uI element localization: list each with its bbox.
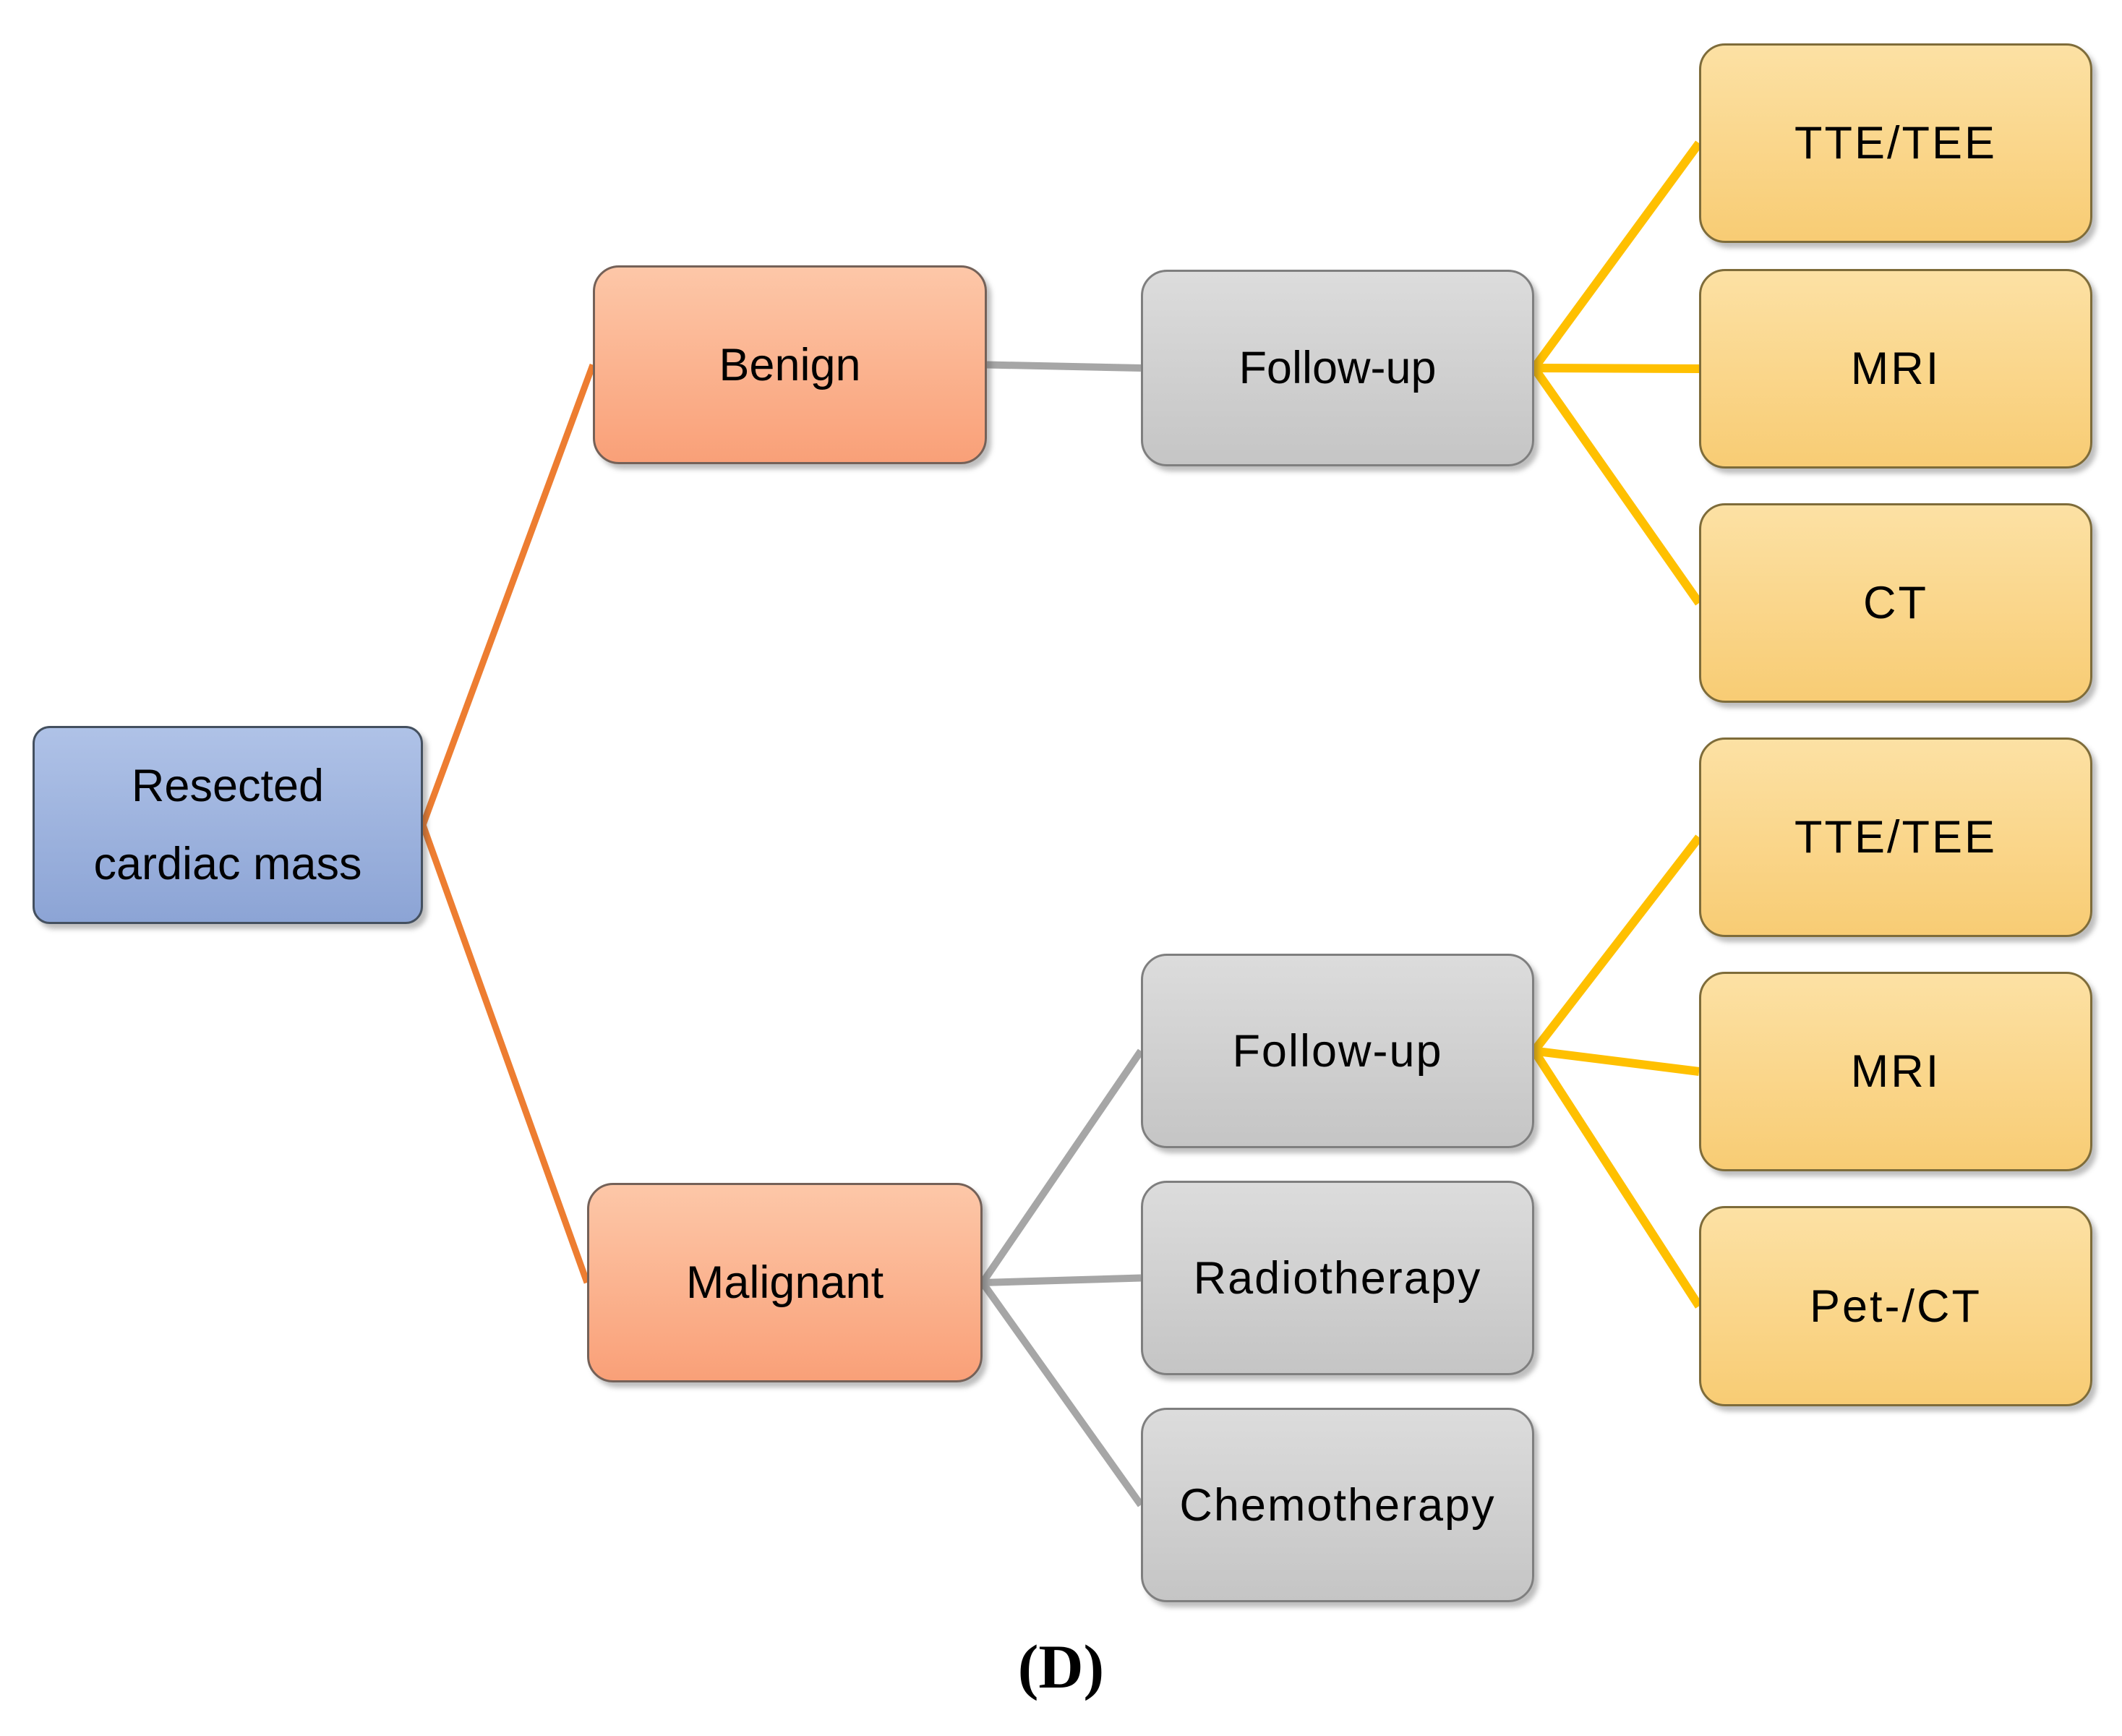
node-mri-malignant-label: MRI <box>1850 1046 1941 1097</box>
edge-followup_benign-tte_benign <box>1531 140 1703 371</box>
node-resected-line1: Resected <box>131 761 325 811</box>
node-tte-tee-benign: TTE/TEE <box>1699 43 2092 243</box>
node-radiotherapy-label: Radiotherapy <box>1193 1252 1482 1304</box>
edge-followup_malignant-tte_malignant <box>1531 834 1703 1054</box>
node-followup-malignant: Follow-up <box>1141 954 1534 1148</box>
node-ct-benign-label: CT <box>1863 578 1928 628</box>
node-malignant: Malignant <box>587 1183 983 1382</box>
node-benign-label: Benign <box>719 339 861 390</box>
node-followup-benign: Follow-up <box>1141 270 1534 466</box>
node-followup-malignant-label: Follow-up <box>1232 1025 1443 1077</box>
node-resected-line2: cardiac mass <box>93 839 362 889</box>
node-ct-benign: CT <box>1699 503 2092 703</box>
node-resected-cardiac-mass: Resected cardiac mass <box>33 726 423 924</box>
node-tte-tee-malignant: TTE/TEE <box>1699 737 2092 937</box>
edge-root-malignant <box>419 824 591 1284</box>
node-tte-tee-malignant-label: TTE/TEE <box>1794 812 1997 863</box>
edge-followup_benign-mri_benign <box>1533 364 1700 373</box>
node-chemotherapy-label: Chemotherapy <box>1179 1479 1496 1531</box>
node-pet-ct-malignant-label: Pet-/CT <box>1809 1280 1982 1332</box>
node-resected-cardiac-mass-lines: Resected cardiac mass <box>35 728 421 922</box>
edge-malignant-radiotherapy <box>982 1274 1142 1286</box>
node-radiotherapy: Radiotherapy <box>1141 1181 1534 1375</box>
node-mri-benign-label: MRI <box>1850 343 1941 394</box>
node-benign: Benign <box>593 265 987 464</box>
node-pet-ct-malignant: Pet-/CT <box>1699 1206 2092 1406</box>
node-followup-benign-label: Follow-up <box>1238 343 1437 393</box>
node-mri-benign: MRI <box>1699 269 2092 469</box>
node-mri-malignant: MRI <box>1699 972 2092 1171</box>
figure-label: (D) <box>1017 1632 1105 1701</box>
edge-malignant-followup_malignant <box>979 1048 1145 1285</box>
edge-malignant-chemotherapy <box>979 1280 1145 1508</box>
node-tte-tee-benign-label: TTE/TEE <box>1794 118 1997 168</box>
edge-followup_malignant-petct_malignant <box>1530 1048 1703 1309</box>
node-malignant-label: Malignant <box>685 1257 884 1308</box>
edge-followup_malignant-mri_malignant <box>1533 1046 1700 1076</box>
edge-benign-followup_benign <box>986 361 1142 372</box>
node-chemotherapy: Chemotherapy <box>1141 1408 1534 1602</box>
edge-root-benign <box>419 363 596 826</box>
edge-followup_benign-ct_benign <box>1531 365 1703 606</box>
